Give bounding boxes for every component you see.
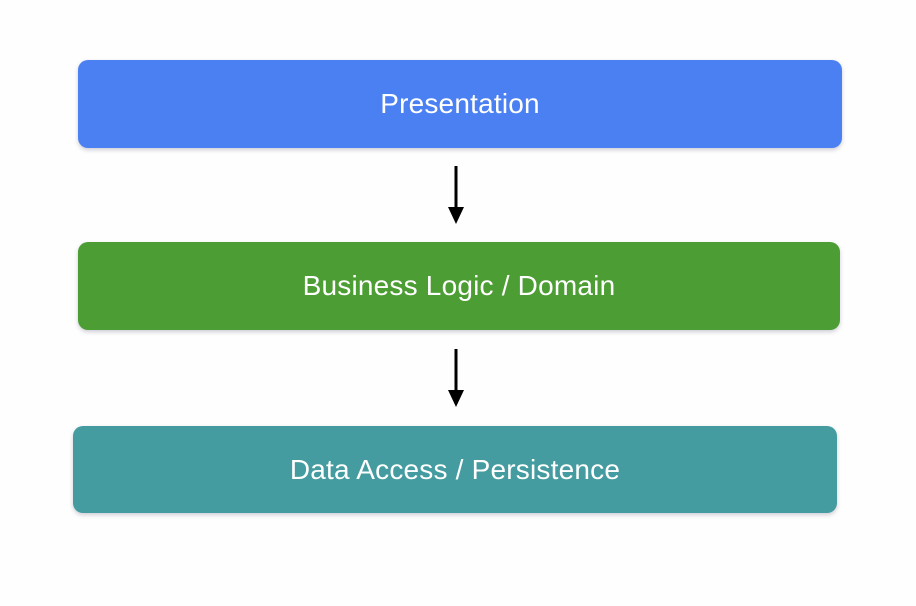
- down-arrow-icon: [446, 166, 466, 224]
- layer-label-business-logic: Business Logic / Domain: [302, 270, 616, 301]
- layer-label-data-access: Data Access / Persistence: [289, 453, 621, 485]
- layer-box-business-logic: Business Logic / Domain: [78, 242, 840, 330]
- down-arrow-icon: [446, 349, 466, 407]
- layer-box-data-access: Data Access / Persistence: [73, 426, 837, 513]
- layer-label-presentation: Presentation: [380, 88, 540, 119]
- layer-box-presentation: Presentation: [78, 60, 842, 148]
